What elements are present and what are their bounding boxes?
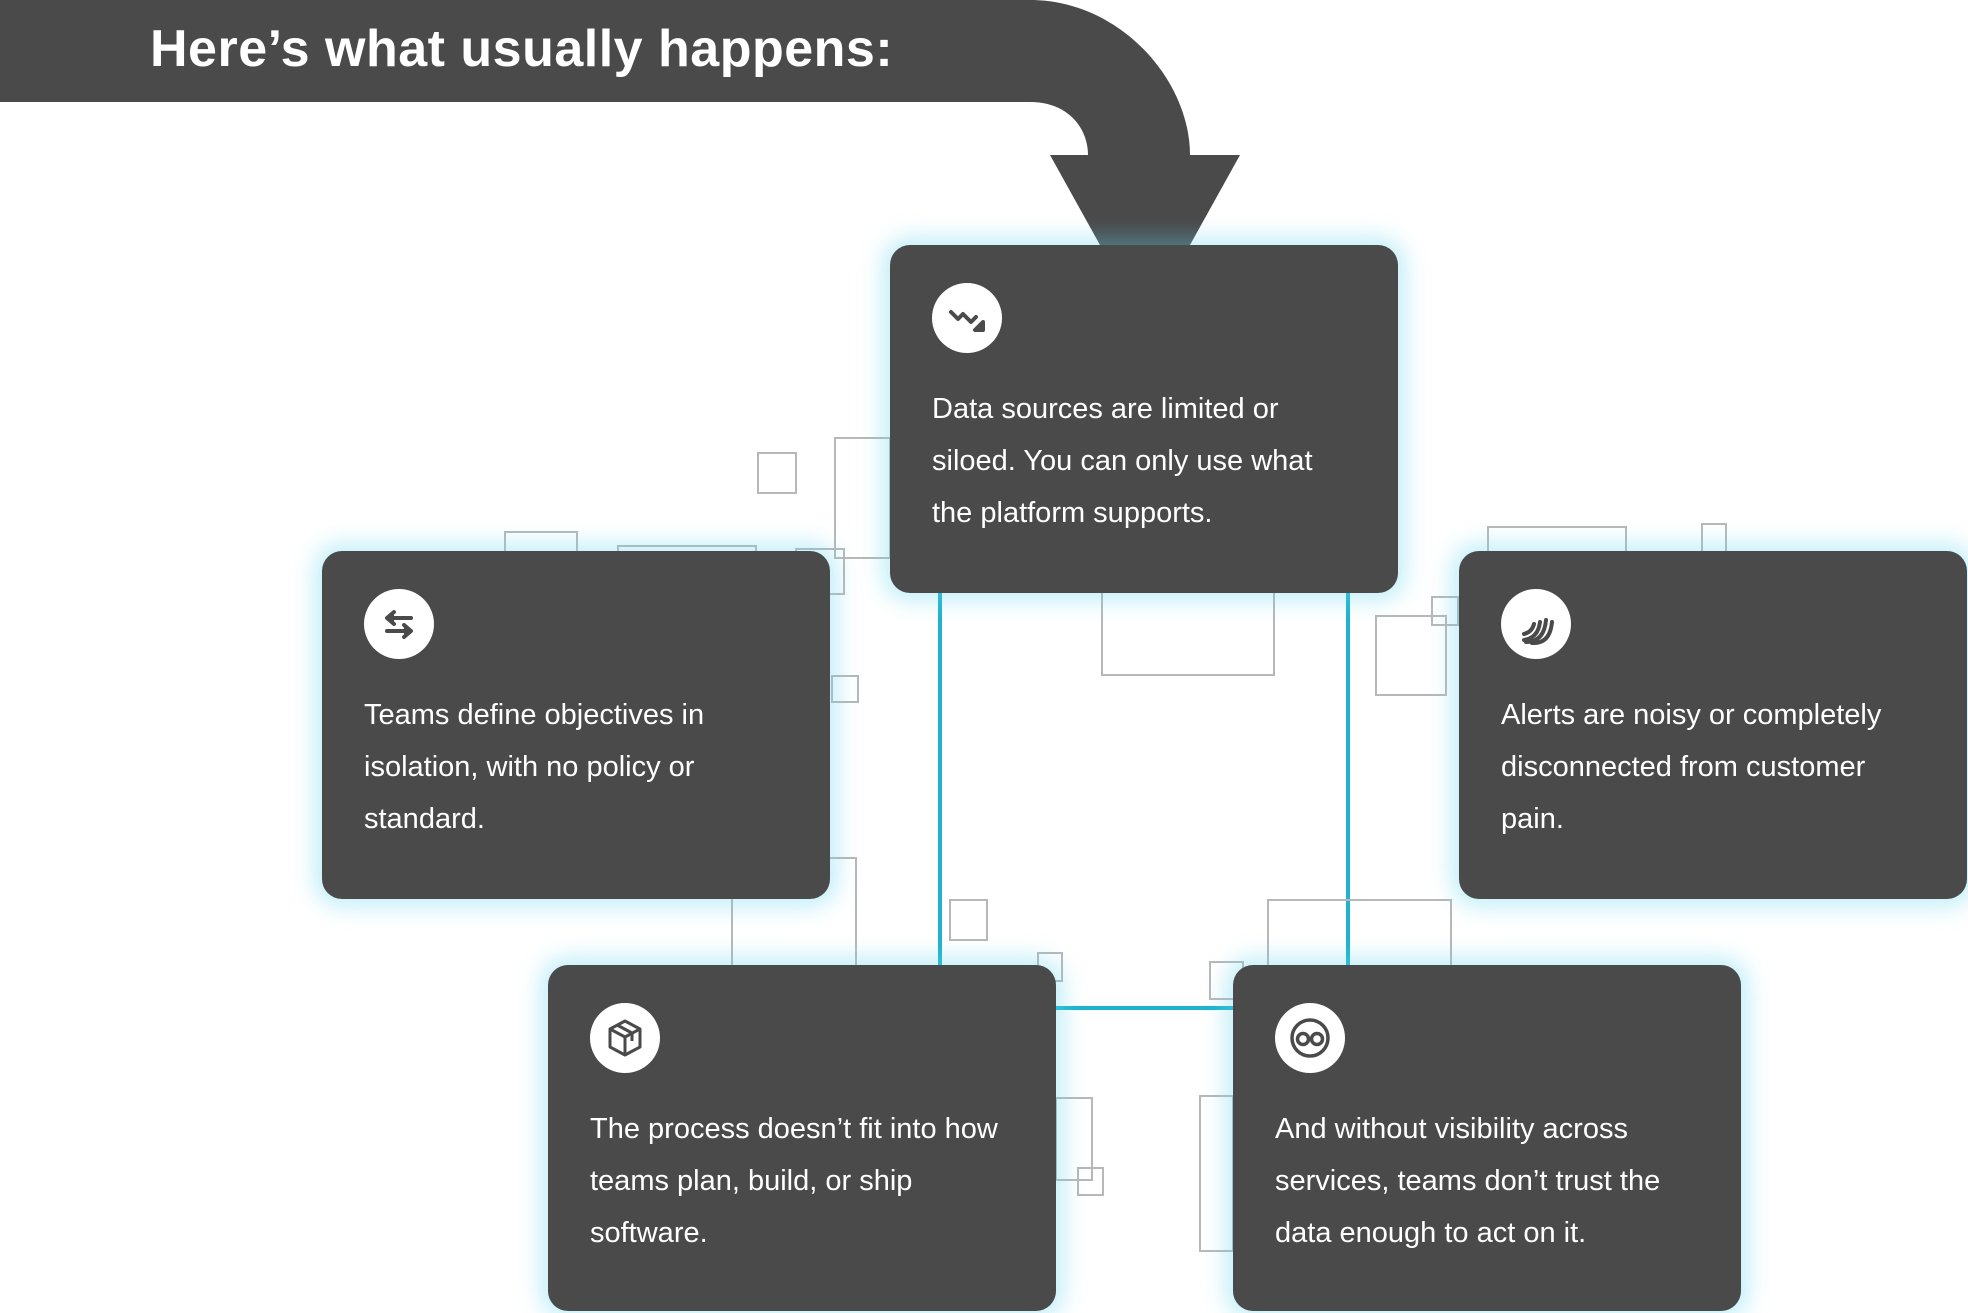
card-alerts: Alerts are noisy or completely disconnec… — [1459, 551, 1967, 899]
card-text: Alerts are noisy or completely disconnec… — [1501, 699, 1882, 835]
card-objectives: Teams define objectives in isolation, wi… — [322, 551, 830, 899]
card-data-sources: Data sources are limited or siloed. You … — [890, 245, 1398, 593]
page-title: Here’s what usually happens: — [150, 20, 894, 78]
swap-arrows-icon — [364, 589, 434, 659]
card-text: Teams define objectives in isolation, wi… — [364, 699, 705, 835]
trend-down-icon — [932, 283, 1002, 353]
signal-waves-icon — [1501, 589, 1571, 659]
card-text: The process doesn’t fit into how teams p… — [590, 1113, 998, 1249]
card-text: Data sources are limited or siloed. You … — [932, 393, 1313, 529]
connector-lines — [938, 590, 1350, 1010]
box-icon — [590, 1003, 660, 1073]
card-visibility: And without visibility across services, … — [1233, 965, 1741, 1311]
card-text: And without visibility across services, … — [1275, 1113, 1661, 1249]
card-process: The process doesn’t fit into how teams p… — [548, 965, 1056, 1311]
banner-arrow — [0, 0, 1240, 245]
eyes-glasses-icon — [1275, 1003, 1345, 1073]
